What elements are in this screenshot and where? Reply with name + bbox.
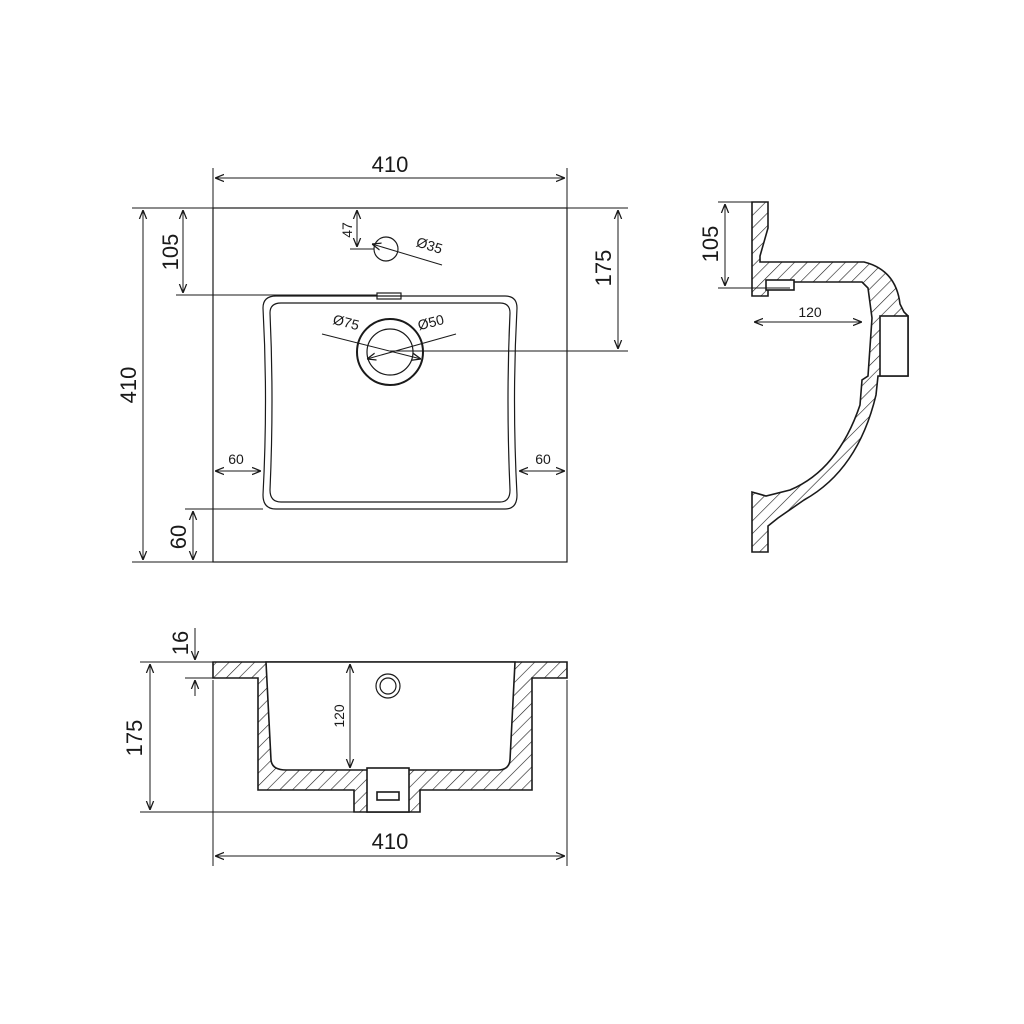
drain-inner-label: Ø50 xyxy=(416,311,446,333)
bowl-cavity xyxy=(265,661,516,771)
bowl-depth-label: 120 xyxy=(331,704,347,728)
drain-outer xyxy=(356,318,424,386)
front-height-label: 175 xyxy=(122,720,147,757)
rim-thickness-label: 16 xyxy=(168,631,193,655)
side-overflow-fitting xyxy=(765,279,795,291)
leader-drain-inner xyxy=(367,333,457,359)
front-section: 16 175 120 410 xyxy=(122,628,568,866)
front-tap-hole-inner xyxy=(379,677,397,695)
side-depth-label: 120 xyxy=(798,304,822,320)
side-waste-fitting xyxy=(879,315,909,377)
top-width-label: 410 xyxy=(372,152,409,177)
bowl-inner-outline xyxy=(269,302,511,503)
basin-outline xyxy=(212,207,568,563)
drain-offset-label: 175 xyxy=(591,250,616,287)
waste-slot xyxy=(366,767,410,813)
overflow-slot xyxy=(376,292,402,300)
top-view: 410 410 105 47 Ø35 Ø75 Ø50 175 60 60 xyxy=(116,152,628,563)
leader-tap-hole xyxy=(372,244,443,266)
right-rim-label: 60 xyxy=(535,451,551,467)
bowl-outline xyxy=(262,295,518,510)
side-section-body xyxy=(751,201,909,553)
drain-outer-label: Ø75 xyxy=(331,311,361,333)
left-rim-label: 60 xyxy=(228,451,244,467)
tap-hole-diameter-label: Ø35 xyxy=(414,234,444,257)
tap-hole xyxy=(373,236,399,262)
front-tap-hole-outer xyxy=(375,673,401,699)
overflow-opening xyxy=(376,791,400,801)
tap-hole-offset-label: 47 xyxy=(339,222,355,238)
tap-offset-label: 105 xyxy=(158,234,183,271)
leader-drain-outer xyxy=(321,333,421,359)
bottom-rim-label: 60 xyxy=(166,525,191,549)
front-width-label: 410 xyxy=(372,829,409,854)
side-view: 105 120 xyxy=(698,201,909,553)
top-height-label: 410 xyxy=(116,367,141,404)
side-tap-offset-label: 105 xyxy=(698,226,723,263)
drain-inner xyxy=(366,328,414,376)
